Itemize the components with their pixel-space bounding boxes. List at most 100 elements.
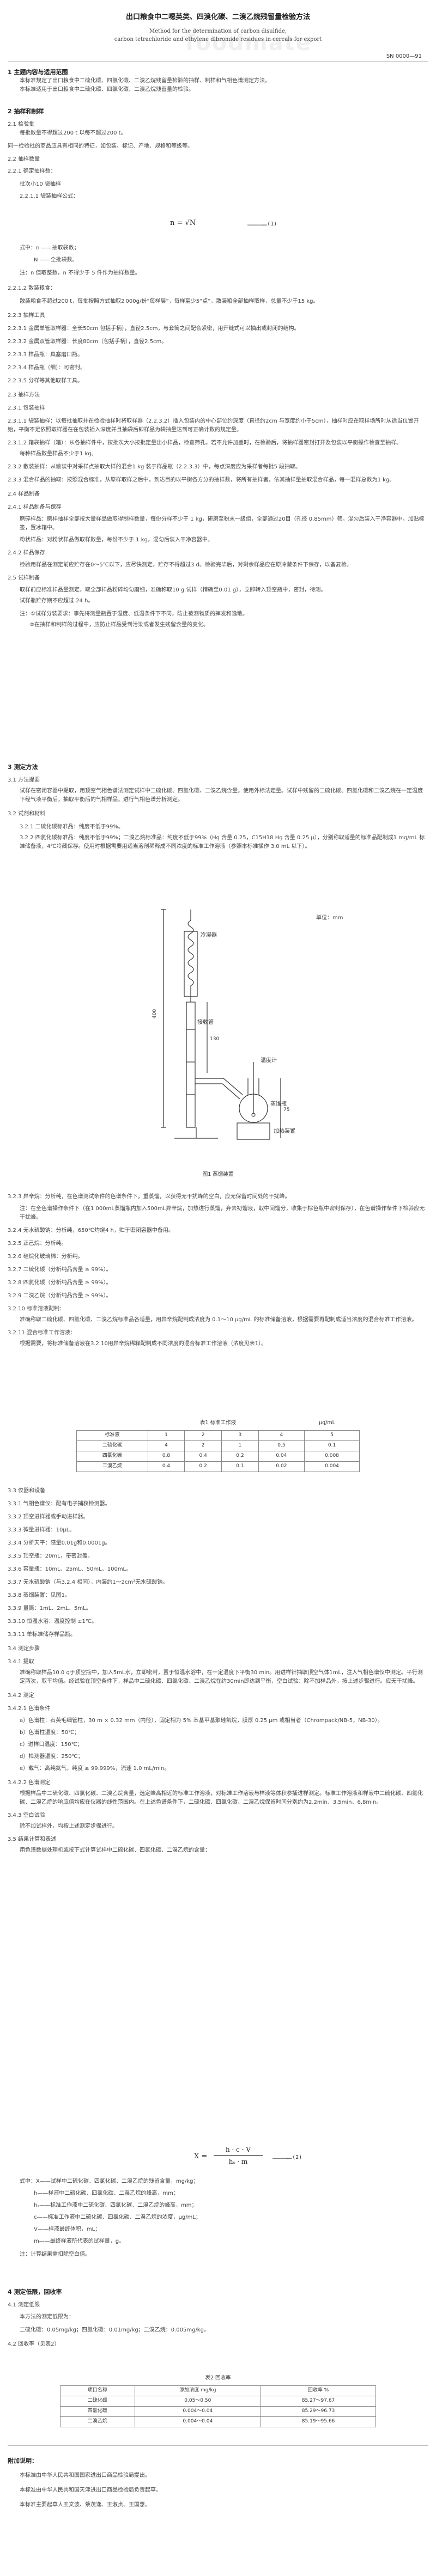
section-3-continued: 3.2.3 异辛烷：分析纯，在色谱测试条件的色谱条件下，重蒸馏，以获得无干扰峰的… [8,1193,427,1348]
table-header-cell: 3 [221,1430,259,1441]
figure-label: 接收管 [197,1018,214,1025]
paragraph: 3.2.4 无水硫酸钠：分析纯，650℃灼烧4 h，贮于密闭容器中备用。 [8,1228,174,1234]
formula-1-variables: 式中：n ——抽取袋数； N ——全批袋数。 注：n 值取整数，n 不得少于 5… [8,244,427,630]
table-cell: 0.008 [304,1450,360,1462]
paragraph: 式中：X——试样中二硫化碳、四氯化碳、二溴乙烷的残留含量，mg/kg； [20,2178,199,2184]
table-header-row: 标准液 1 2 3 4 5 [76,1430,360,1441]
table-header-row: 项目名称 添加浓度 mg/kg 回收率 % [60,2385,376,2396]
paragraph: 2.2.3.3 样品瓶：具塞磨口瓶。 [8,352,83,358]
table-header-cell: 5 [304,1430,360,1441]
document-subtitle-en: Method for the determination of carbon d… [114,28,322,42]
note: 注：在全色谱操作条件下（在1 000mL蒸馏瓶内加入500mL异辛烷，加热进行蒸… [20,1206,425,1220]
subsection: 2.2.1 确定抽样数： [8,168,56,175]
table-cell: 0.2 [221,1450,259,1462]
table-cell: 0.05～0.50 [134,2395,262,2407]
list-item: d）检测器温度：250℃； [20,1754,83,1760]
paragraph: 散装粮食不超过200 t，每批按照方式抽取2 000g/份“每样层”，每样至少5… [20,298,319,304]
paragraph: 2.2.1.1 袋装抽样公式： [20,193,79,200]
paragraph: 3.3.11 单标准储存样品瓶。 [8,1632,76,1638]
paragraph: 准确称取样品10.0 g于顶空瓶中，加入5mL水，立即密封，置于恒温水浴中，在一… [20,1670,423,1684]
figure-label: 冷凝器 [201,931,217,938]
header-divider [8,61,428,62]
table-row: 二硫化碳 0.05～0.50 85.27～97.67 [60,2395,376,2407]
paragraph: 用色谱数据处理机或按下式计算试样中二硫化碳、四氯化碳、二溴乙烷的含量： [20,1847,210,1853]
paragraph: 3.2.9 二溴乙烷（分析纯品含量 ≥ 99%）。 [8,1293,112,1299]
table-cell: 四氯化碳 [60,2406,135,2417]
paragraph: 3.3.4 分析天平：感量0.01g和0.0001g。 [8,1540,111,1546]
formula-2-numerator: h · c · V [214,2145,263,2156]
subsection: 2.4.1 样品制备与保存 [8,504,62,510]
table-header-cell: 4 [258,1430,305,1441]
table-row: 二溴乙烷 0.4 0.2 0.1 0.02 0.004 [76,1461,360,1472]
table-cell: 0.02 [258,1461,305,1472]
document-title: 出口粮食中二噁英类、四溴化碳、二溴乙烷残留量检验方法 [125,13,310,21]
table-cell: 0.5 [258,1440,305,1451]
table-cell: 85.27～97.67 [261,2395,376,2407]
paragraph: 3.2.6 硅烷化玻璃棉：分析纯。 [8,1254,83,1260]
paragraph: 每种样品数量样品不少于1 kg。 [20,451,97,457]
paragraph: 每批数量不得超过200 t 以每不超过200 t。 [20,130,126,137]
paragraph: 3.2.3 异辛烷：分析纯，在色谱测试条件的色谱条件下，重蒸馏，以获得无干扰峰的… [8,1194,290,1200]
subsection: 3.2 试剂和材料 [8,811,46,817]
subsection: 3.4.2.1 色谱条件 [8,1706,51,1712]
subsection: 3.4.3 空白试验 [8,1812,45,1818]
section-3-instruments: 3.3 仪器和设备 3.3.1 气相色谱仪：配有电子捕获检测器。 3.3.2 顶… [8,1487,427,1855]
paragraph: 2.3.3 混合样品的抽取：按照混合标准，从原样取样之后中，到达目的以平衡各方分… [8,477,395,483]
paragraph: 2.3.1.2 箱袋抽样（箱）：从各抽样件中，按批次大小按批定量出小样品，检查筛… [8,440,402,446]
table-row: 四氯化碳 0.8 0.4 0.2 0.04 0.008 [76,1450,360,1462]
table-cell: 0.2 [184,1461,222,1472]
figure-unit: 单位：mm [316,915,343,921]
table-cell: 0.8 [147,1450,185,1462]
paragraph: 2.2.3.4 样品瓶（细）：可密封。 [8,365,86,371]
subsection: 2.3 抽样方法 [8,392,40,398]
subsection: 2.4 样品制备 [8,491,40,497]
paragraph: N ——全批袋数。 [34,257,78,263]
figure-label: 蒸馏瓶 [270,1100,287,1107]
subsection: 3.2.11 混合标准工作溶液： [8,1330,76,1336]
section-1: 1 主题内容与适用范围 本标准规定了出口粮食中二硫化碳、四氯化碳、二溴乙烷残留量… [8,68,427,94]
table-cell: 85.29～96.73 [261,2406,376,2417]
section-heading: 3 测定方法 [8,764,38,771]
table-2: 项目名称 添加浓度 mg/kg 回收率 % 二硫化碳 0.05～0.50 85.… [60,2385,376,2427]
formula-2-variables: 式中：X——试样中二硫化碳、四氯化碳、二溴乙烷的残留含量，mg/kg； h——样… [8,2177,427,2259]
table-header-cell: 项目名称 [60,2385,135,2396]
paragraph: 3.3.5 顶空瓶：20mL，带密封盖。 [8,1553,93,1559]
paragraph: V——样液最终体积，mL； [34,2226,101,2232]
appendix: 附加说明： 本标准由中华人民共和国国家进出口商品检验局提出。 本标准由中华人民共… [8,2456,427,2510]
table-1-title: 表1 标准工作液 [199,1420,237,1426]
table-cell: 二硫化碳 [76,1440,148,1451]
paragraph: h——样液中二硫化碳、四氯化碳、二溴乙烷的峰高，mm； [34,2190,179,2196]
distillation-apparatus-diagram: 400 130 75 冷凝器 接收管 蒸馏瓶 温度计 加热装置 [152,909,295,1140]
paragraph: 除不加试样外，均按上述测定步骤进行。 [20,1823,118,1829]
table-header-cell: 2 [184,1430,222,1441]
section-2: 2 抽样和制样 2.1 检验批 每批数量不得超过200 t 以每不超过200 t… [8,107,427,201]
paragraph: 3.3.3 微量进样器：10μL。 [8,1527,75,1533]
paragraph: 根据需要，将标准储备溶液在3.2.10用异辛烷稀释配制成不同浓度的混合标准工作溶… [20,1341,267,1347]
paragraph: 准确称取二硫化碳、四氯化碳、二溴乙烷标准品各适量，用异辛烷配制成浓度为 0.1～… [20,1317,417,1323]
dim-label: 400 [152,1009,158,1018]
paragraph: 2.2.3.5 分样等其他取样工具。 [8,378,83,384]
note: 注：计算结果需扣除空白值。 [20,2251,90,2257]
paragraph: 3.3.1 气相色谱仪：配有电子捕获检测器。 [8,1501,111,1507]
section-4: 4 测定低限，回收率 4.1 测定低限 本方法的测定低限为： 二硫化碳：0.05… [8,2287,427,2349]
paragraph: 3.3.2 顶空进样器或手动进样器。 [8,1514,89,1520]
list-item: c）进样口温度：150℃； [20,1742,83,1748]
subsection: 2.2.3 抽样工具 [8,313,45,319]
standard-number: SN 0000—91 [386,53,422,59]
section-heading: 1 主题内容与适用范围 [8,69,68,76]
subsection: 2.1 检验批 [8,121,35,128]
table-cell: 0.004～0.04 [134,2416,262,2427]
paragraph: 本方法的测定低限为： [20,2314,74,2321]
table-cell: 2 [184,1440,222,1451]
appendix-divider [8,2445,428,2446]
paragraph: 3.2.2 四氯化碳标准品：纯度不低于99%；二溴乙烷标准品：纯度不低于99%（… [20,835,425,850]
figure-caption: 图1 蒸馏装置 [202,1171,234,1177]
list-item: e）载气：高纯氮气，纯度 ≥ 99.999%，流速 1.0 mL/min。 [20,1766,170,1772]
paragraph: hₛ——标准工作液中二硫化碳、四氯化碳、二溴乙烷的峰高，mm； [34,2202,197,2208]
table-header-cell: 回收率 % [261,2385,376,2396]
watermark: foodmate [185,30,312,56]
dim-label: 130 [210,1036,219,1042]
appendix-line: 本标准主要起草人王文波、蔡茂逸、王淑贞、王国惠。 [20,2502,150,2508]
subsection: 2.4.2 样品保存 [8,550,45,556]
